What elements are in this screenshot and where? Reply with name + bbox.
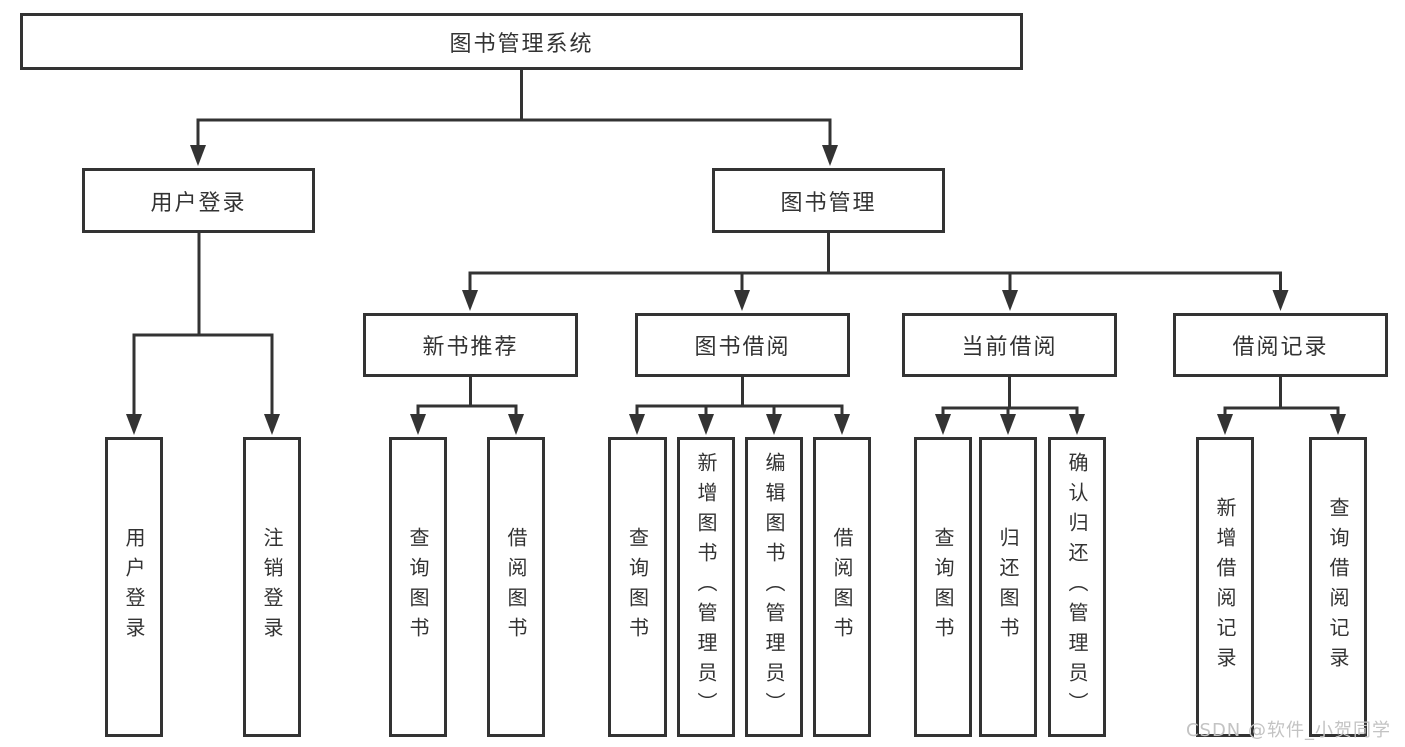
leaf-query-borrow-record: 查询借阅记录 — [1309, 437, 1367, 737]
node-label: 查询图书 — [931, 527, 955, 647]
node-label: 查询借阅记录 — [1326, 497, 1350, 677]
node-current-borrow: 当前借阅 — [902, 313, 1117, 377]
node-user-login: 用户登录 — [82, 168, 315, 233]
node-label: 借阅记录 — [1232, 335, 1329, 360]
leaf-borrow-books: 借阅图书 — [813, 437, 871, 737]
node-label: 编辑图书（管理员） — [762, 452, 786, 722]
node-book-borrow: 图书借阅 — [635, 313, 850, 377]
node-label: 图书管理 — [780, 190, 877, 216]
leaf-query-books-borrow: 查询图书 — [608, 437, 667, 737]
leaf-logout: 注销登录 — [243, 437, 301, 737]
node-new-book-recommend: 新书推荐 — [363, 313, 578, 377]
node-book-management: 图书管理 — [712, 168, 945, 233]
leaf-return-book: 归还图书 — [979, 437, 1037, 737]
node-label: 用户登录 — [122, 527, 146, 647]
leaf-query-books-current: 查询图书 — [914, 437, 972, 737]
node-label: 确认归还（管理员） — [1065, 452, 1089, 722]
node-label: 借阅图书 — [830, 527, 854, 647]
node-label: 新增图书（管理员） — [694, 452, 718, 722]
node-borrow-records: 借阅记录 — [1173, 313, 1388, 377]
node-label: 查询图书 — [406, 527, 430, 647]
leaf-confirm-return-admin: 确认归还（管理员） — [1048, 437, 1106, 737]
node-label: 归还图书 — [996, 527, 1020, 647]
leaf-query-books-recommend: 查询图书 — [389, 437, 447, 737]
leaf-borrow-books-recommend: 借阅图书 — [487, 437, 545, 737]
leaf-add-borrow-record: 新增借阅记录 — [1196, 437, 1254, 737]
node-label: 注销登录 — [260, 527, 284, 647]
node-label: 借阅图书 — [504, 527, 528, 647]
leaf-edit-book-admin: 编辑图书（管理员） — [745, 437, 803, 737]
csdn-watermark: CSDN @软件_小贺同学 — [1185, 720, 1391, 741]
node-label: 新书推荐 — [422, 335, 519, 360]
node-label: 查询图书 — [625, 527, 650, 647]
node-label: 当前借阅 — [961, 335, 1058, 360]
node-label: 用户登录 — [150, 190, 247, 216]
node-label: 图书借阅 — [694, 335, 791, 360]
node-label: 图书管理系统 — [449, 31, 594, 57]
node-label: 新增借阅记录 — [1213, 497, 1237, 677]
leaf-add-book-admin: 新增图书（管理员） — [677, 437, 735, 737]
leaf-user-login: 用户登录 — [105, 437, 163, 737]
node-library-management-system: 图书管理系统 — [20, 13, 1023, 70]
